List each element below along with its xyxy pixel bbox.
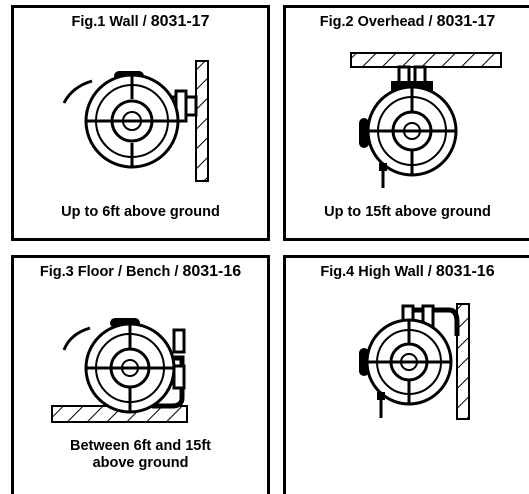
- fig3-model-code: 8031-16: [182, 263, 242, 280]
- fig4-model-code: 8031-16: [435, 263, 495, 280]
- fig3-title: Fig.3 Floor / Bench / 8031-16: [39, 263, 242, 280]
- fig4-panel: Fig.4 High Wall / 8031-16: [283, 255, 529, 494]
- fig3-caption-line2: above ground: [92, 455, 189, 471]
- fig1-caption: Up to 6ft above ground: [61, 204, 220, 220]
- fig4-title: Fig.4 High Wall / 8031-16: [320, 263, 495, 280]
- fig1-wall-mount-drawing: [62, 60, 209, 182]
- fig3-floor-mount-drawing: [51, 318, 188, 423]
- fig2-panel: Fig.2 Overhead / 8031-17 Up to 15ft abov…: [283, 5, 529, 241]
- fig2-title: Fig.2 Overhead / 8031-17: [319, 13, 496, 30]
- fig4-high-wall-mount-drawing: [359, 303, 470, 420]
- fig2-model-code: 8031-17: [436, 13, 496, 30]
- fig1-model-code: 8031-17: [150, 13, 210, 30]
- fig3-caption-line1: Between 6ft and 15ft: [70, 438, 211, 454]
- fig1-title: Fig.1 Wall / 8031-17: [71, 13, 210, 30]
- fig2-caption: Up to 15ft above ground: [324, 204, 491, 220]
- fig3-panel: Fig.3 Floor / Bench / 8031-16 Between 6f…: [11, 255, 270, 494]
- fig2-overhead-mount-drawing: [350, 52, 502, 188]
- fig1-panel: Fig.1 Wall / 8031-17 Up to 6ft above gro…: [11, 5, 270, 241]
